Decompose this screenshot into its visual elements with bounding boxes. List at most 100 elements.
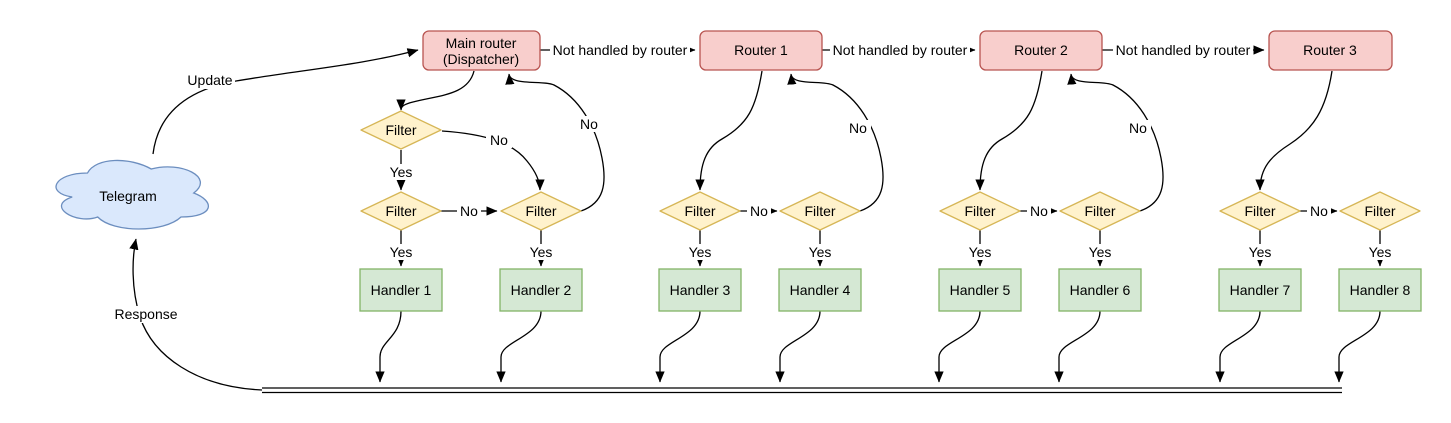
no-bc-label: No (460, 203, 478, 219)
handler-3-node (658, 268, 742, 312)
router-3-label: Router 3 (1303, 42, 1357, 58)
filter-h-node (1219, 191, 1301, 231)
filter-e-label: Filter (804, 203, 835, 219)
yes-i-bg (1366, 244, 1394, 260)
router-2-label: Router 2 (1014, 42, 1068, 58)
filter-d-node (659, 191, 741, 231)
edge-handler5-to-bus (934, 310, 981, 383)
no-hi-bg (1307, 203, 1331, 219)
dispatcher-node (422, 30, 541, 71)
edge-handler4-to-bus (775, 310, 821, 383)
handler-4-node (778, 268, 862, 312)
filter-i-node (1339, 191, 1421, 231)
edge-router2-to-filter-f (975, 70, 1043, 191)
yes-g-bg (1086, 244, 1114, 260)
not-handled-3-label: Not handled by router (1116, 42, 1251, 58)
filter-e-node (779, 191, 861, 231)
yes-b-bg (387, 244, 415, 260)
not-handled-1-label: Not handled by router (553, 42, 688, 58)
yes-h-bg (1246, 244, 1274, 260)
update-label-bg (185, 72, 235, 89)
handler-3-label: Handler 3 (670, 282, 731, 298)
filter-h-label: Filter (1244, 203, 1275, 219)
no-bc-bg (457, 203, 481, 219)
response-label: Response (114, 306, 177, 322)
yes-d-label: Yes (689, 244, 712, 260)
yes-i-label: Yes (1369, 244, 1392, 260)
yes-h-label: Yes (1249, 244, 1272, 260)
not-handled-2-bg (830, 42, 970, 58)
edge-handler7-to-bus (1215, 310, 1261, 383)
handler-2-label: Handler 2 (511, 282, 572, 298)
telegram-cloud-shape (55, 159, 210, 230)
telegram-label: Telegram (99, 188, 157, 204)
filter-f-label: Filter (964, 203, 995, 219)
filter-d-label: Filter (684, 203, 715, 219)
yes-a-bg (387, 164, 415, 180)
no-de-label: No (750, 203, 768, 219)
no-a-curve-label: No (490, 132, 508, 148)
edge-filter-e-no-to-router1 (787, 73, 884, 212)
edge-router3-to-filter-h (1255, 70, 1333, 191)
response-label-bg (111, 306, 181, 323)
handler-1-node (359, 268, 443, 312)
dispatcher-label-line2: (Dispatcher) (443, 51, 519, 67)
no-c-return-label: No (580, 116, 598, 132)
yes-g-label: Yes (1089, 244, 1112, 260)
router-3-node (1268, 30, 1393, 71)
handler-8-node (1338, 268, 1422, 312)
edge-handler1-to-bus (375, 310, 402, 383)
router-2-node (979, 30, 1103, 71)
edge-handler8-to-bus (1334, 310, 1381, 383)
edge-filter-c-no-to-dispatcher (505, 73, 605, 212)
filter-b-node (360, 191, 442, 231)
update-label: Update (187, 72, 232, 88)
not-handled-1-bg (550, 42, 690, 58)
edge-router1-to-filter-d (695, 70, 763, 191)
edge-handler2-to-bus (496, 310, 542, 383)
no-hi-label: No (1310, 203, 1328, 219)
handler-8-label: Handler 8 (1350, 282, 1411, 298)
handler-5-label: Handler 5 (950, 282, 1011, 298)
handler-7-node (1218, 268, 1302, 312)
no-de-bg (747, 203, 771, 219)
yes-b-label: Yes (390, 244, 413, 260)
handler-7-label: Handler 7 (1230, 282, 1291, 298)
edge-filter-a-no-to-filter-c (441, 130, 545, 191)
handler-5-node (938, 268, 1022, 312)
yes-e-bg (806, 244, 834, 260)
filter-g-node (1059, 191, 1141, 231)
filter-i-label: Filter (1364, 203, 1395, 219)
dispatcher-label-line1: Main router (446, 35, 517, 51)
yes-c-label: Yes (530, 244, 553, 260)
no-a-curve-bg (486, 132, 512, 148)
no-e-return-bg (845, 120, 871, 136)
filter-a-node (360, 110, 442, 150)
handler-1-label: Handler 1 (371, 282, 432, 298)
nodes-layer: Telegram Main router (Dispatcher) Router… (55, 30, 1422, 312)
yes-e-label: Yes (809, 244, 832, 260)
filter-g-label: Filter (1084, 203, 1115, 219)
handler-6-node (1058, 268, 1142, 312)
no-g-return-label: No (1129, 120, 1147, 136)
router-1-node (699, 30, 823, 71)
edge-response-arrow (129, 238, 263, 391)
edges-layer (129, 45, 1385, 394)
yes-a-label: Yes (390, 164, 413, 180)
no-fg-label: No (1030, 203, 1048, 219)
handler-4-label: Handler 4 (790, 282, 851, 298)
edge-filter-g-no-to-router2 (1067, 73, 1164, 212)
yes-f-bg (966, 244, 994, 260)
edge-dispatcher-to-filter-a (396, 70, 475, 111)
handler-2-node (499, 268, 583, 312)
yes-d-bg (686, 244, 714, 260)
filter-a-label: Filter (385, 122, 416, 138)
edge-labels-layer: Update Response Not handled by router No… (111, 42, 1394, 323)
edge-handler6-to-bus (1054, 310, 1101, 383)
no-g-return-bg (1125, 120, 1151, 136)
edge-update-arrow (152, 48, 419, 155)
filter-c-label: Filter (525, 203, 556, 219)
filter-b-label: Filter (385, 203, 416, 219)
